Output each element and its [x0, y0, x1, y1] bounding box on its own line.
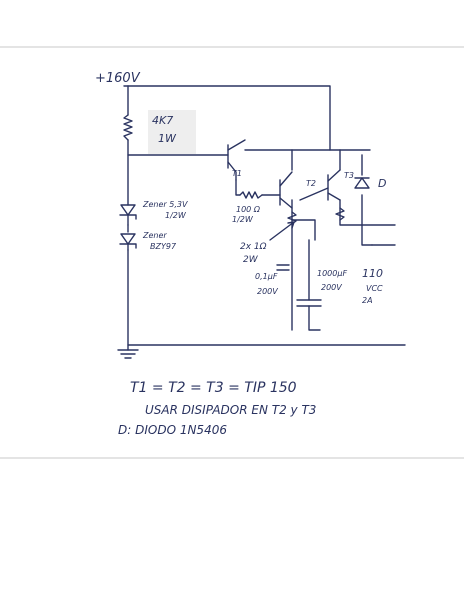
output-terminal: [361, 224, 396, 246]
transistor-t3-label: T3: [344, 171, 354, 180]
resistor-100: [239, 191, 263, 199]
supply-label: +160V: [95, 71, 141, 86]
cap-small-voltage: 200V: [257, 287, 278, 296]
emitter-resistor-marks: [287, 207, 345, 225]
wiring: [123, 85, 406, 351]
transistor-t3: [299, 169, 341, 201]
transistor-t2: [279, 171, 293, 209]
cap-small-value: 0,1µF: [255, 272, 278, 281]
resistor-emitter-value: 2x 1Ω: [240, 242, 267, 252]
ground-symbol: [117, 349, 139, 359]
zener-2-label: Zener: [142, 231, 167, 240]
zener-1-power: 1/2W: [165, 211, 187, 220]
cap-large-value: 1000µF: [317, 269, 347, 278]
transistor-t1: [227, 139, 246, 181]
output-voltage: 110: [362, 267, 383, 280]
diode-d: [354, 177, 370, 189]
resistor-emitter-power: 2W: [243, 255, 259, 265]
note-heatsink: USAR DISIPADOR EN T2 y T3: [145, 403, 316, 417]
resistor-4k7: [123, 114, 133, 141]
label-arrow: [269, 221, 295, 241]
paper-stain: [148, 110, 196, 154]
zener-1-label: Zener 5,3V: [142, 200, 188, 209]
resistor-4k7-power: 1W: [158, 132, 177, 145]
output-vcc: VCC: [366, 284, 383, 293]
output-current: 2A: [362, 296, 373, 305]
transistor-t1-label: T1: [232, 169, 242, 178]
resistor-4k7-value: 4K7: [152, 114, 173, 127]
resistor-100-power: 1/2W: [232, 215, 254, 224]
note-diode: D: DIODO 1N5406: [118, 423, 227, 437]
transistor-t2-label: T2: [306, 179, 316, 188]
zener-diode-2: [119, 233, 137, 251]
resistor-100-value: 100 Ω: [236, 205, 261, 214]
zener-diode-1: [119, 204, 137, 226]
zener-2-part: BZY97: [150, 242, 177, 251]
diode-label: D: [378, 177, 386, 190]
cap-large-voltage: 200V: [321, 283, 342, 292]
note-transistor-type: T1 = T2 = T3 = TIP 150: [130, 380, 297, 396]
